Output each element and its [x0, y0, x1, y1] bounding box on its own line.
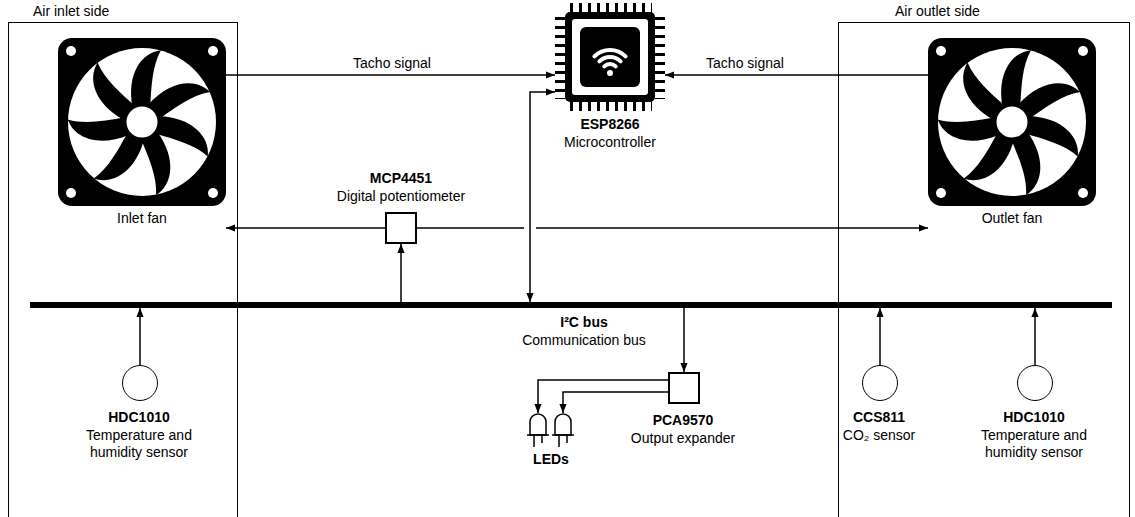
connector-line: [139, 308, 141, 365]
node-label: Outlet fan: [982, 210, 1043, 227]
connector-line: [226, 227, 385, 229]
sensor-circle: CCS811CO₂ sensor: [862, 365, 898, 401]
signal-label: Tacho signal: [704, 55, 786, 72]
node-label: PCA9570: [653, 412, 714, 429]
led-group: LEDs: [526, 413, 576, 449]
node-label: Air outlet side: [895, 3, 980, 20]
node-sublabel: Microcontroller: [564, 134, 656, 151]
chip-icon: [560, 8, 660, 106]
node-sublabel: Communication bus: [522, 332, 646, 349]
sensor-circle: HDC1010Temperature and humidity sensor: [122, 365, 158, 401]
node-label: CCS811: [853, 409, 905, 426]
connector-line: [563, 392, 668, 413]
fan-node: Outlet fan: [928, 38, 1096, 233]
connector-line: [538, 380, 668, 413]
connector-line: [1034, 308, 1036, 365]
node-label: MCP4451: [370, 170, 432, 187]
node-sublabel: Digital potentiometer: [337, 188, 465, 205]
node-label: ESP8266: [580, 116, 639, 133]
signal-label: Tacho signal: [351, 55, 433, 72]
node-sublabel: Temperature and humidity sensor: [968, 427, 1100, 461]
fan-node: Inlet fan: [58, 38, 226, 233]
connector-line: [530, 92, 555, 302]
node-label: HDC1010: [108, 409, 169, 426]
sensor-circle: HDC1010Temperature and humidity sensor: [1017, 365, 1053, 401]
node-sublabel: Temperature and humidity sensor: [73, 427, 205, 461]
led-icon: [527, 414, 549, 447]
connector-line: [879, 308, 881, 365]
connector-line: [665, 74, 928, 76]
region-box: Air outlet sideOutlet fanCCS811CO₂ senso…: [838, 22, 1130, 517]
fan-icon: [928, 38, 1096, 206]
node-label: LEDs: [533, 451, 569, 468]
fan-icon: [58, 38, 226, 206]
connector-line: [400, 244, 402, 302]
expander-box: PCA9570Output expander: [668, 372, 700, 404]
node-label: I²C bus: [560, 314, 607, 331]
connector-line: [226, 74, 555, 76]
potentiometer-box: MCP4451Digital potentiometer: [385, 212, 417, 244]
node-sublabel: Output expander: [631, 430, 735, 447]
node-label: Air inlet side: [33, 3, 109, 20]
microcontroller-node: ESP8266Microcontroller: [555, 2, 665, 112]
region-box: Air inlet sideInlet fanHDC1010Temperatur…: [8, 22, 238, 517]
node-label: Inlet fan: [117, 210, 167, 227]
node-sublabel: CO₂ sensor: [843, 427, 915, 444]
connector-line: [417, 227, 928, 229]
connector-line: [683, 308, 685, 372]
led-icon: [552, 414, 574, 447]
bus-bar: I²C busCommunication bus: [30, 302, 1112, 308]
node-label: HDC1010: [1003, 409, 1064, 426]
